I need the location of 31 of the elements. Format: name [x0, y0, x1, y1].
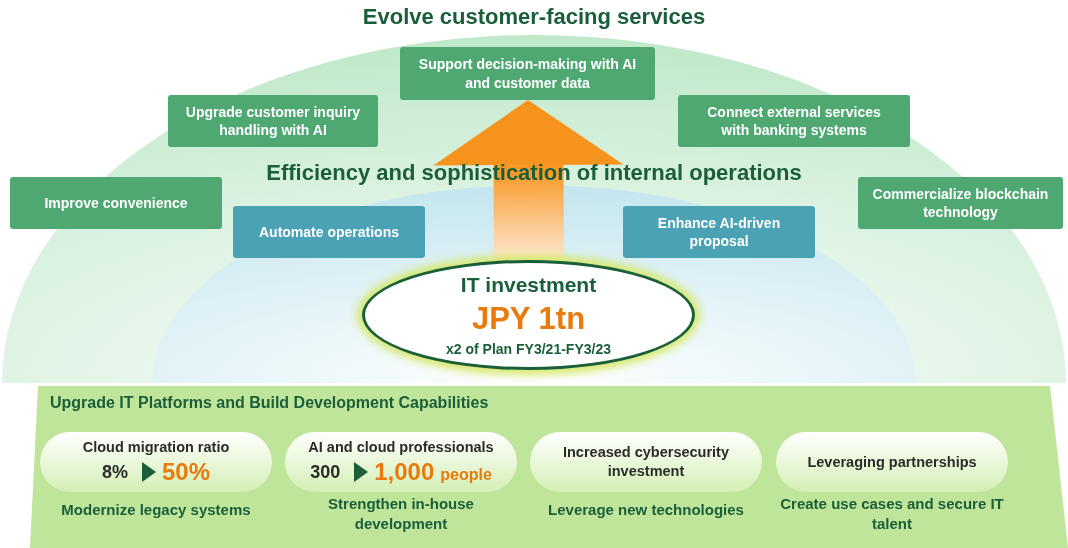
action-box: Connect external services with banking systems [678, 95, 910, 147]
metric-title: Leveraging partnerships [806, 452, 978, 472]
growth-arrow [432, 100, 623, 261]
target-value: 50% [162, 458, 211, 487]
caption-text: Create use cases and secure IT talent [779, 494, 1005, 533]
platform-panel [30, 386, 1068, 548]
unit-text: people [440, 466, 492, 485]
section-heading: Upgrade IT Platforms and Build Development Capabilities [50, 394, 489, 412]
oval-heading: IT investment [460, 273, 597, 297]
caption-text: Modernize legacy systems [60, 500, 252, 520]
metric-pill [285, 432, 517, 492]
investment-amount: JPY 1tn [471, 301, 586, 337]
target-value: 1,000 [374, 458, 435, 487]
metric-pill [530, 432, 762, 492]
metric-title: Cloud migration ratio [81, 437, 231, 457]
plan-note: x2 of Plan FY3/21-FY3/23 [446, 341, 611, 357]
metric-title: AI and cloud professionals [307, 437, 495, 457]
start-value: 8% [101, 461, 128, 483]
caption-text: Leverage new technologies [547, 500, 745, 520]
action-box: Commercialize blockchain technology [858, 177, 1063, 229]
action-box: Upgrade customer inquiry handling with AI [168, 95, 378, 147]
action-box: Support decision-making with AI and customer data [400, 47, 655, 100]
start-value: 300 [310, 461, 341, 483]
action-box: Improve convenience [10, 177, 222, 229]
section-heading: Evolve customer-facing services [361, 4, 707, 30]
action-box: Enhance AI-driven proposal [623, 206, 815, 258]
metric-pill [776, 432, 1008, 492]
metric-title: Increased cybersecurity investment [561, 443, 730, 481]
metric-pill [40, 432, 272, 492]
caption-text: Strengthen in-house development [327, 494, 475, 533]
action-box: Automate operations [233, 206, 425, 258]
